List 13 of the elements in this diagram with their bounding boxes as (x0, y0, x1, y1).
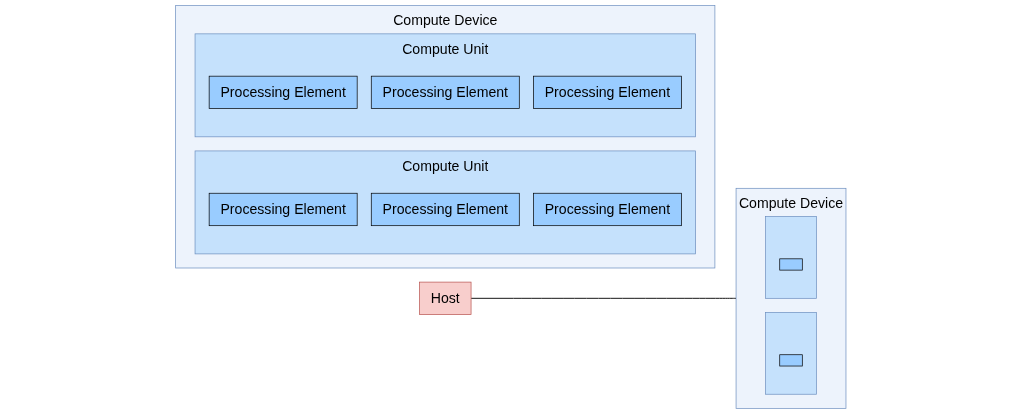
node-box: Processing Element (208, 75, 358, 109)
node-box: Processing Element (532, 192, 682, 227)
cluster (764, 312, 817, 395)
node-box (779, 354, 803, 367)
node-box: Processing Element (370, 192, 520, 227)
node-box: Host (418, 281, 472, 315)
cluster: Compute Device (735, 187, 846, 409)
connector (470, 297, 737, 299)
cluster (764, 216, 817, 299)
node-box (779, 258, 803, 271)
node-box: Processing Element (532, 75, 682, 109)
node-box: Processing Element (370, 75, 520, 109)
node-box: Processing Element (208, 192, 358, 227)
